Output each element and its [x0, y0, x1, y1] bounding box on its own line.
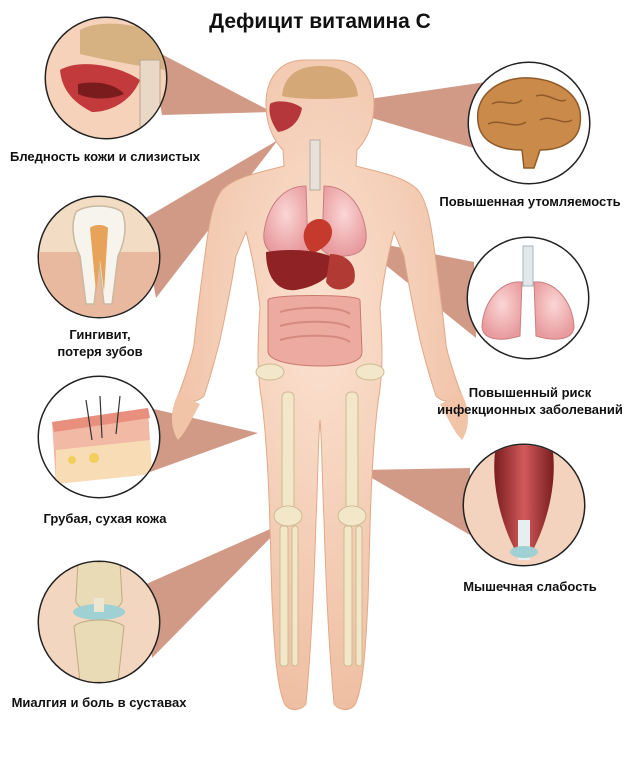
trachea — [309, 139, 321, 191]
label-infection: Повышенный риск инфекционных заболеваний — [430, 384, 630, 418]
inset-mucosa — [44, 16, 168, 140]
inset-gums — [37, 195, 161, 319]
label-skin: Грубая, сухая кожа — [43, 511, 167, 526]
body-heart — [303, 218, 332, 254]
label-joints: Миалгия и боль в суставах — [11, 695, 187, 710]
head-brain — [282, 66, 358, 99]
body-liver — [266, 250, 335, 291]
body-stomach — [326, 254, 355, 290]
inset-joints — [37, 560, 161, 684]
beam-muscle — [358, 468, 470, 535]
beam-mucosa — [150, 48, 272, 115]
beam-skin — [145, 407, 258, 472]
label-fatigue: Повышенная утомляемость — [439, 194, 621, 209]
label-infection-line1: Повышенный риск — [468, 385, 592, 400]
inset-fatigue — [467, 61, 591, 185]
label-gums-line1: Гингивит, — [69, 327, 131, 342]
label-infection-line2: инфекционных заболеваний — [437, 402, 623, 417]
human-body — [172, 59, 468, 710]
inset-skin — [37, 375, 161, 499]
beam-fatigue — [328, 82, 486, 150]
body-intestines — [267, 295, 363, 367]
body-silhouette — [177, 59, 463, 710]
intestine-coils — [279, 306, 351, 343]
left-hand — [172, 394, 200, 440]
inset-infection — [466, 236, 590, 360]
right-hand — [440, 394, 468, 440]
page-title: Дефицит витамина С — [209, 10, 431, 33]
label-muscle: Мышечная слабость — [463, 579, 597, 594]
head-mucosa — [269, 101, 302, 132]
beam-joints — [144, 522, 286, 658]
label-gums: Гингивит, потеря зубов — [40, 326, 160, 360]
label-gums-line2: потеря зубов — [57, 344, 143, 359]
leg-bones — [255, 363, 385, 667]
inset-muscle — [462, 443, 586, 567]
label-mucosa: Бледность кожи и слизистых — [10, 149, 201, 164]
